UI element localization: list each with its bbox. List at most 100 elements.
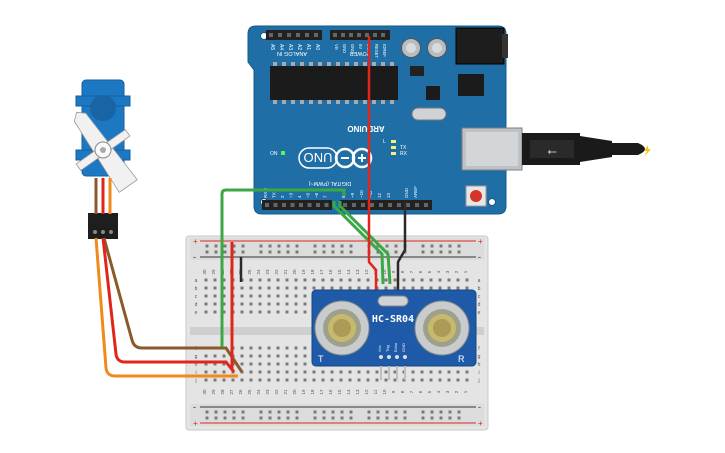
breadboard-hole bbox=[384, 378, 388, 382]
column-number-label: 26 bbox=[238, 389, 243, 395]
breadboard-hole bbox=[267, 302, 271, 306]
breadboard-hole bbox=[267, 346, 271, 350]
rail-hole bbox=[223, 244, 227, 248]
rail-hole bbox=[394, 416, 398, 420]
column-number-label: 16 bbox=[328, 269, 333, 275]
breadboard-hole bbox=[249, 294, 253, 298]
column-number-label: 4 bbox=[436, 270, 441, 273]
breadboard-hole bbox=[384, 278, 388, 282]
breadboard-hole bbox=[303, 302, 307, 306]
wire-gnd-black bbox=[396, 201, 407, 290]
header-pin bbox=[296, 33, 300, 37]
column-number-label: 5 bbox=[427, 270, 432, 273]
column-number-label: 8 bbox=[400, 270, 405, 273]
reset-button[interactable] bbox=[465, 185, 487, 207]
column-number-label: 13 bbox=[355, 269, 360, 275]
breadboard-hole bbox=[267, 362, 271, 366]
digital-pin-label: AREF bbox=[413, 186, 418, 198]
header-pin bbox=[273, 203, 278, 207]
rail-hole bbox=[421, 250, 425, 254]
column-number-label: 15 bbox=[337, 269, 342, 275]
rail-plus-label-bottom: + bbox=[193, 419, 198, 428]
breadboard-hole bbox=[204, 362, 208, 366]
column-number-label: 2 bbox=[454, 390, 459, 393]
breadboard-hole bbox=[357, 278, 361, 282]
breadboard-hole bbox=[249, 378, 253, 382]
header-pin bbox=[287, 33, 291, 37]
breadboard-hole bbox=[249, 278, 253, 282]
column-number-label: 16 bbox=[328, 389, 333, 395]
rail-hole bbox=[421, 244, 425, 248]
breadboard-hole bbox=[402, 286, 406, 290]
voltage-regulator bbox=[410, 66, 424, 76]
digital-pin-label: GND bbox=[404, 187, 409, 198]
column-number-label: 23 bbox=[265, 269, 270, 275]
rail-hole bbox=[403, 410, 407, 414]
chip-pins bbox=[273, 62, 394, 104]
rail-hole bbox=[259, 410, 263, 414]
rail-minus-label-top: - bbox=[193, 252, 196, 262]
breadboard-hole bbox=[249, 370, 253, 374]
rail-hole bbox=[286, 416, 290, 420]
analog-in-label: ANALOG IN bbox=[277, 50, 307, 56]
brand-label: ARDUINO bbox=[347, 124, 384, 133]
header-pin bbox=[424, 203, 428, 207]
breadboard-hole bbox=[276, 286, 280, 290]
rail-hole bbox=[340, 244, 344, 248]
chip-pin bbox=[300, 100, 304, 104]
analog-header bbox=[266, 30, 322, 40]
row-letter-label: i bbox=[478, 370, 479, 376]
power-pin-label: RESET bbox=[374, 44, 379, 58]
breadboard-hole bbox=[438, 370, 442, 374]
led-label-l: L bbox=[383, 139, 386, 145]
column-number-label: 20 bbox=[292, 269, 297, 275]
rail-hole bbox=[421, 416, 425, 420]
column-number-label: 30 bbox=[202, 389, 207, 395]
column-number-label: 22 bbox=[274, 389, 279, 395]
chip-pin bbox=[336, 100, 340, 104]
breadboard-hole bbox=[285, 294, 289, 298]
breadboard-hole bbox=[258, 370, 262, 374]
breadboard-hole bbox=[213, 370, 217, 374]
usb-symbol-icon: ⭠ bbox=[547, 144, 557, 158]
rail-hole bbox=[259, 416, 263, 420]
rail-hole bbox=[331, 410, 335, 414]
header-pin bbox=[370, 203, 374, 207]
l-led bbox=[391, 140, 396, 143]
breadboard-hole bbox=[294, 278, 298, 282]
rail-hole bbox=[268, 250, 272, 254]
rail-hole bbox=[340, 416, 344, 420]
breadboard-hole bbox=[240, 346, 244, 350]
wire-servo-orange bbox=[94, 237, 238, 378]
row-letter-label: j bbox=[477, 378, 479, 384]
header-pin bbox=[314, 33, 318, 37]
breadboard-hole bbox=[375, 370, 379, 374]
header-pin bbox=[341, 33, 345, 37]
header-pin bbox=[299, 203, 303, 207]
header-pin bbox=[349, 33, 353, 37]
breadboard-hole bbox=[249, 346, 253, 350]
digital-header-high bbox=[340, 200, 432, 210]
digital-pin-label: 8 bbox=[341, 195, 346, 198]
rail-hole bbox=[385, 410, 389, 414]
rail-hole bbox=[286, 410, 290, 414]
breadboard-hole bbox=[303, 378, 307, 382]
breadboard-hole bbox=[285, 310, 289, 314]
rail-hole bbox=[295, 416, 299, 420]
chip-pin bbox=[345, 62, 349, 66]
rail-hole bbox=[349, 244, 353, 248]
breadboard-hole bbox=[240, 362, 244, 366]
chip-pin bbox=[390, 100, 394, 104]
rail-minus-label-bottom: - bbox=[193, 402, 196, 412]
breadboard-hole bbox=[285, 278, 289, 282]
chip-pin bbox=[318, 62, 322, 66]
header-pin bbox=[397, 203, 401, 207]
rail-hole bbox=[457, 416, 461, 420]
column-number-label: 17 bbox=[319, 269, 324, 275]
analog-pin-label: A1 bbox=[305, 44, 311, 50]
header-pin bbox=[278, 33, 282, 37]
header-pin bbox=[343, 203, 347, 207]
